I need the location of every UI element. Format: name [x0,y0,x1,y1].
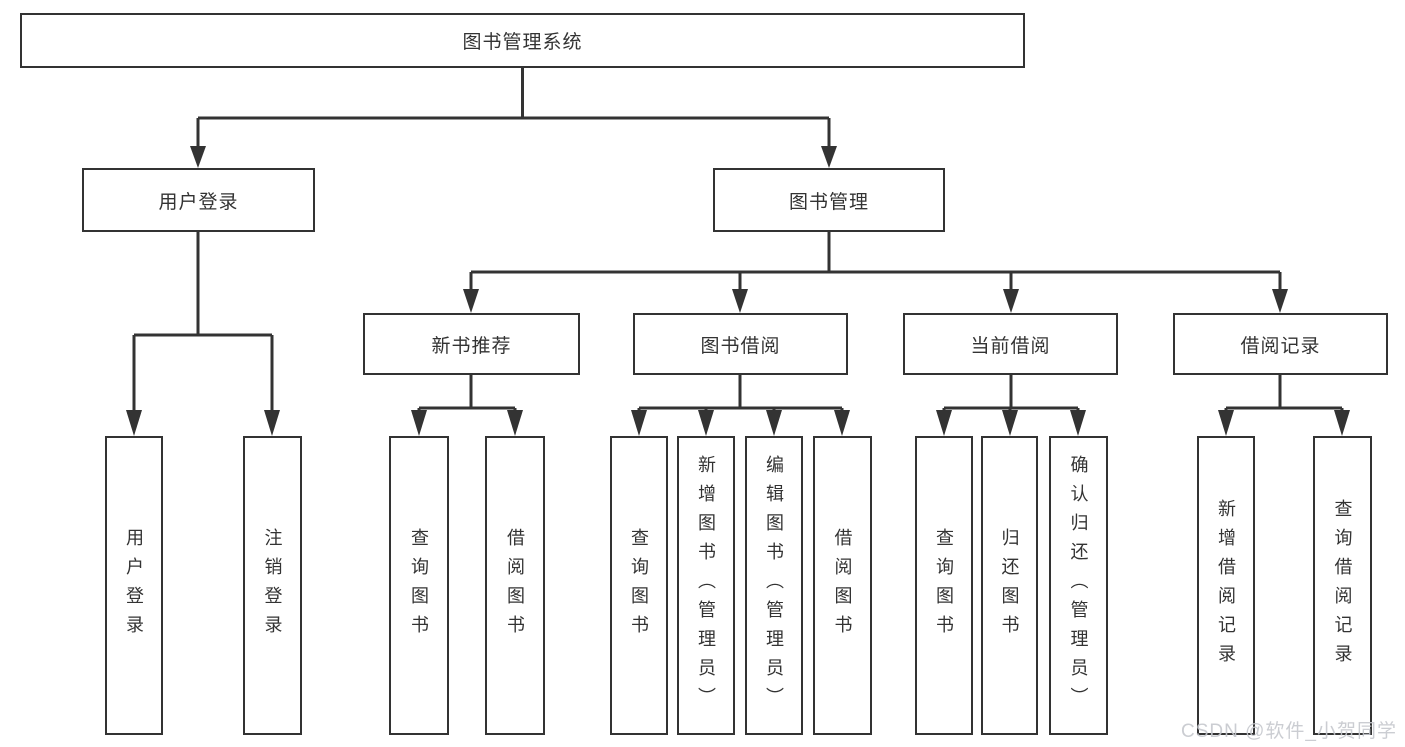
connector-new-book-children [411,375,523,436]
leaf-logout: 注销登录 [243,436,302,735]
leaf-return-books-label: 归还图书 [999,527,1020,644]
leaf-add-books-admin: 新增图书（管理员） [677,436,735,735]
node-borrowing-records-label: 借阅记录 [1240,335,1321,357]
leaf-query-books-3-label: 查询图书 [934,527,954,644]
node-book-management: 图书管理 [713,168,945,232]
leaf-borrow-books-2-label: 借阅图书 [832,527,853,644]
node-user-login-label: 用户登录 [158,191,239,213]
leaf-user-login: 用户登录 [105,436,163,735]
leaf-borrow-books-2: 借阅图书 [813,436,872,735]
leaf-user-login-label: 用户登录 [124,527,144,644]
leaf-query-books-3: 查询图书 [915,436,973,735]
leaf-query-books-2-label: 查询图书 [629,527,649,644]
leaf-return-books: 归还图书 [981,436,1038,735]
node-new-book-recommend: 新书推荐 [363,313,580,375]
leaf-add-borrow-record: 新增借阅记录 [1197,436,1255,735]
connector-book-borrow-children [631,375,850,436]
leaf-query-books-1-label: 查询图书 [409,527,429,644]
connector-book-mgmt-to-level3 [463,232,1288,313]
leaf-query-books-2: 查询图书 [610,436,668,735]
node-book-borrowing-label: 图书借阅 [700,335,781,357]
leaf-query-books-1: 查询图书 [389,436,449,735]
leaf-query-borrow-record-label: 查询借阅记录 [1332,498,1353,673]
connector-borrow-records-children [1218,375,1350,436]
node-current-borrowing-label: 当前借阅 [970,335,1051,357]
leaf-borrow-books-1: 借阅图书 [485,436,545,735]
node-new-book-recommend-label: 新书推荐 [431,335,512,357]
leaf-edit-books-admin-label: 编辑图书（管理员） [764,455,784,716]
leaf-add-books-admin-label: 新增图书（管理员） [696,455,716,716]
connector-user-login-children [126,232,280,436]
leaf-add-borrow-record-label: 新增借阅记录 [1216,498,1236,673]
node-book-management-label: 图书管理 [788,191,869,213]
connector-root-to-level2 [190,68,837,168]
node-root-label: 图书管理系统 [462,32,583,53]
watermark-text: CSDN @软件_小贺同学 [1181,721,1397,742]
node-current-borrowing: 当前借阅 [903,313,1118,375]
node-root-system: 图书管理系统 [20,13,1025,68]
leaf-query-borrow-record: 查询借阅记录 [1313,436,1372,735]
node-borrowing-records: 借阅记录 [1173,313,1388,375]
leaf-confirm-return-admin-label: 确认归还（管理员） [1068,455,1089,716]
leaf-borrow-books-1-label: 借阅图书 [505,527,525,644]
connector-current-borrow-children [936,375,1086,436]
leaf-confirm-return-admin: 确认归还（管理员） [1049,436,1108,735]
leaf-logout-label: 注销登录 [262,527,283,644]
node-book-borrowing: 图书借阅 [633,313,848,375]
node-user-login: 用户登录 [82,168,315,232]
leaf-edit-books-admin: 编辑图书（管理员） [745,436,803,735]
